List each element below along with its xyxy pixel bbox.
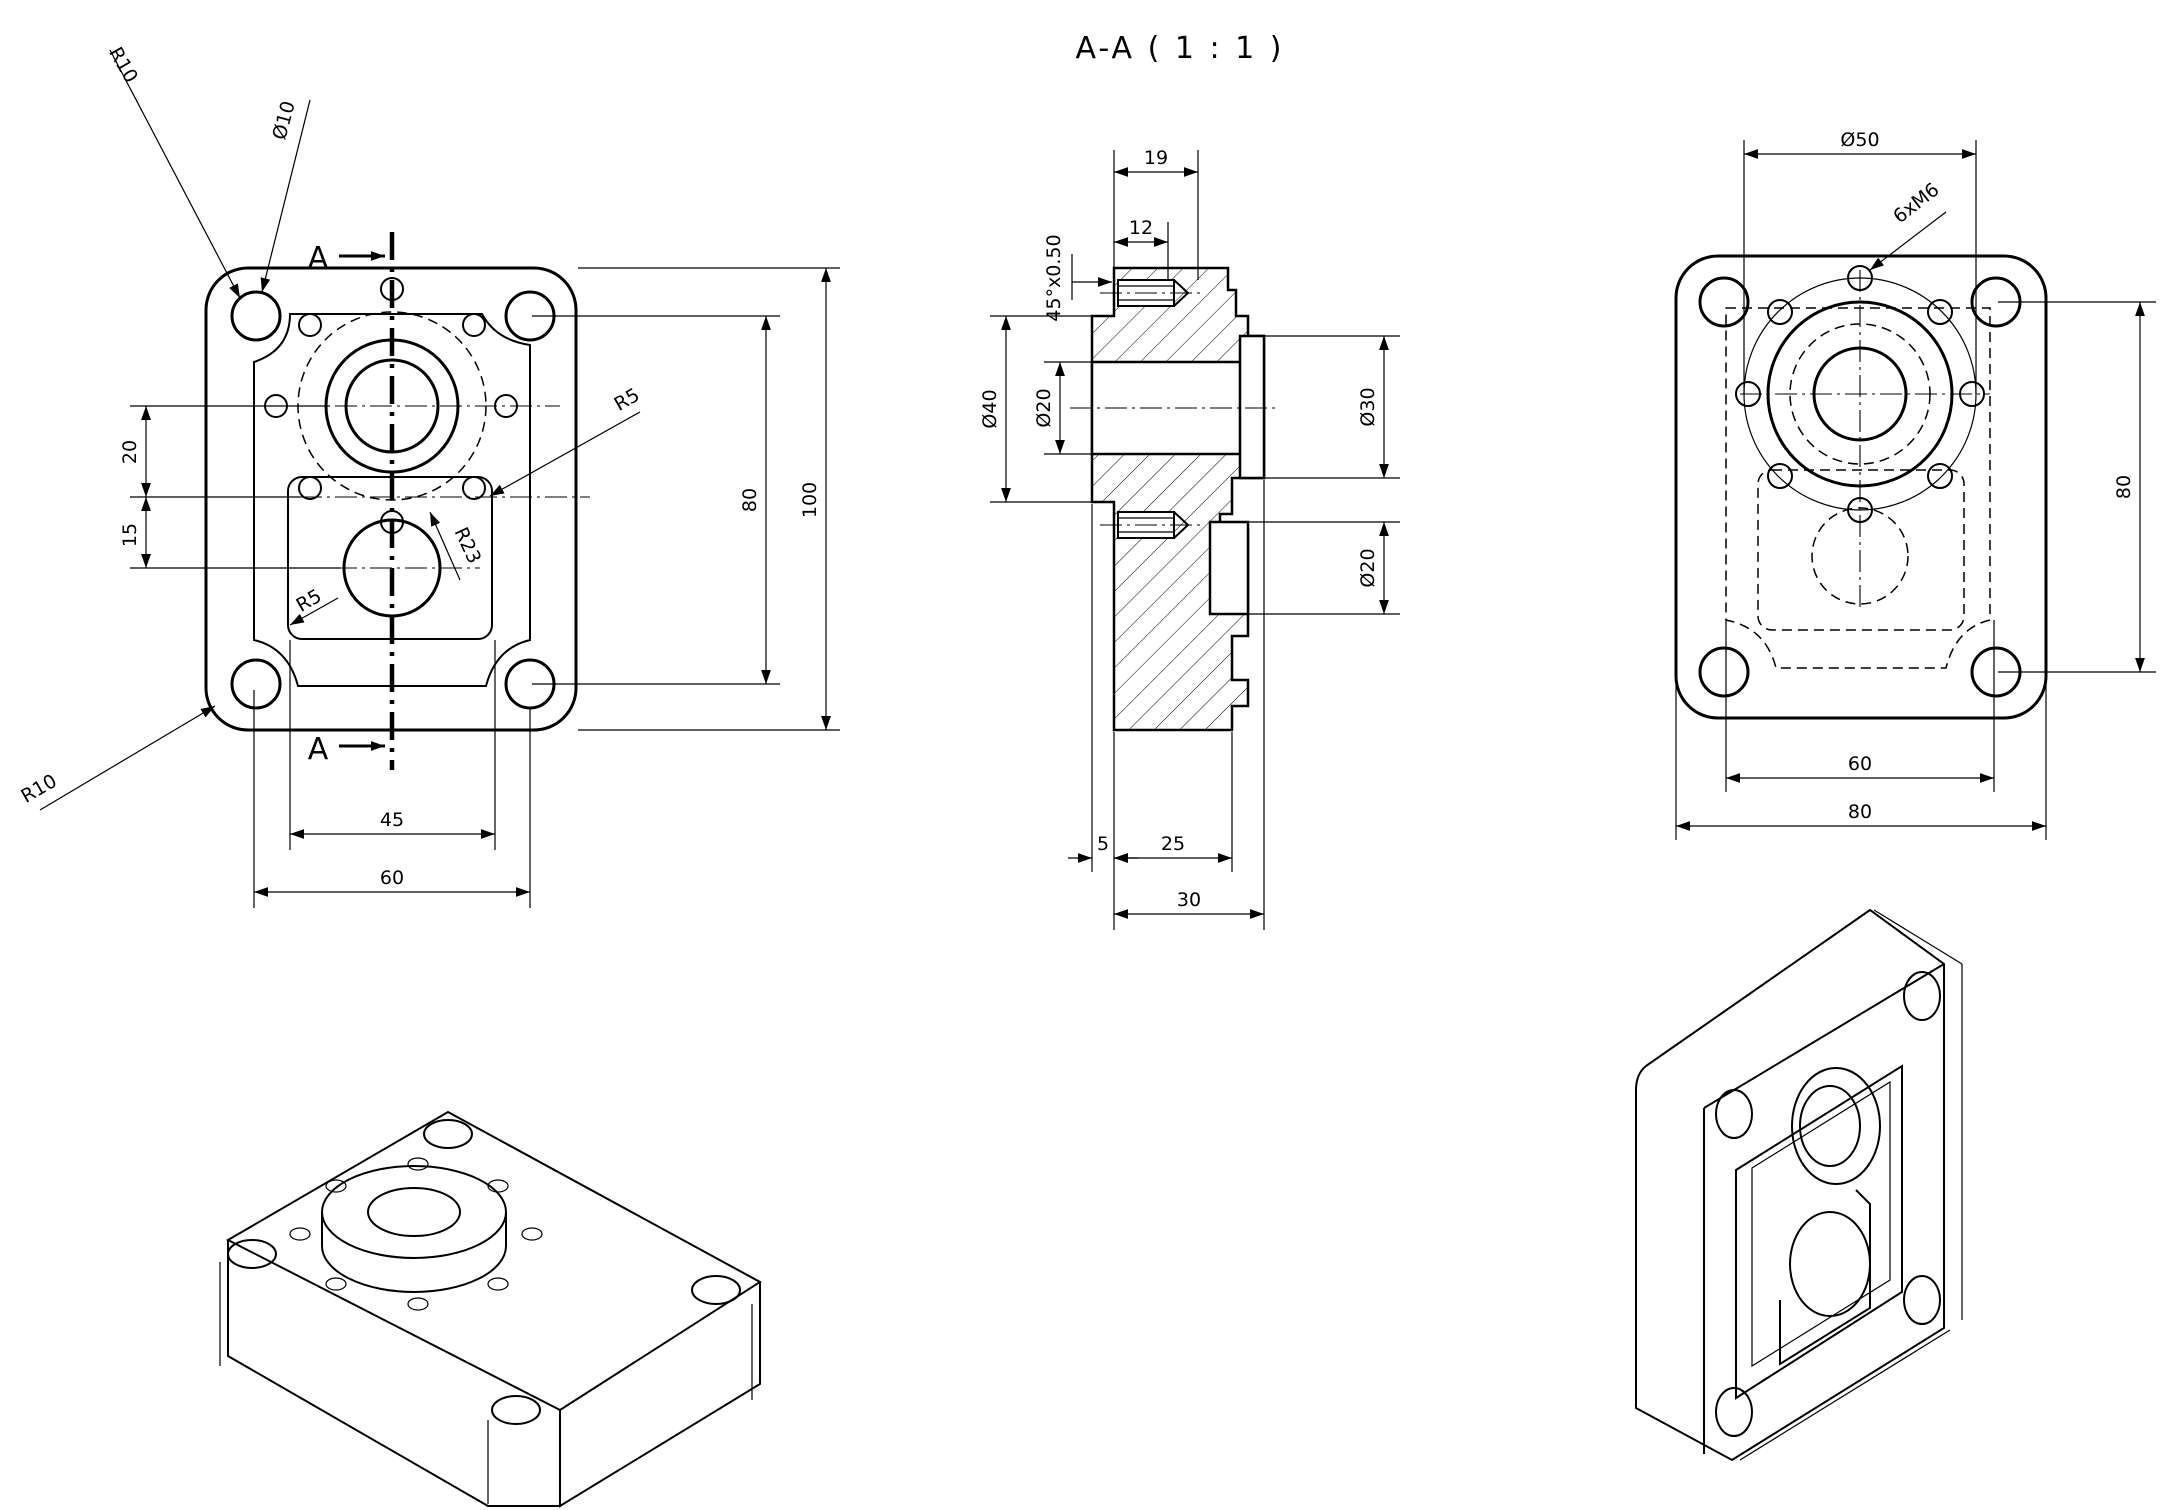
dim-20-label: 20 <box>119 440 141 464</box>
dim-45-label: 45 <box>380 809 404 831</box>
section-mark-top: A <box>308 241 329 276</box>
front-view: A A 80 100 20 15 45 60 R <box>17 43 840 908</box>
dim-100-label: 100 <box>799 482 821 518</box>
dim-15-label: 15 <box>119 523 141 547</box>
section-title: A-A ( 1 : 1 ) <box>1076 31 1285 66</box>
dim-80-label: 80 <box>739 488 761 512</box>
dim-30-label: 30 <box>1177 889 1201 911</box>
dia40-label: Ø40 <box>979 389 1001 428</box>
dia30-label: Ø30 <box>1357 387 1379 426</box>
back-hidden-recess <box>1725 307 1991 669</box>
dim-25-label: 25 <box>1161 833 1185 855</box>
dim-80-h-label: 80 <box>1848 801 1872 823</box>
dim-60-back-label: 60 <box>1848 753 1872 775</box>
back-view: Ø50 6xM6 80 60 80 <box>1674 129 2156 840</box>
dia10-label: Ø10 <box>269 99 300 143</box>
dia50-label: Ø50 <box>1840 129 1879 151</box>
back-outline <box>1674 254 2048 720</box>
dim-80-v-label: 80 <box>2113 475 2135 499</box>
iso-view-back <box>1635 908 1963 1462</box>
section-mark-bottom: A <box>308 732 329 767</box>
r5-left-label: R5 <box>293 585 326 617</box>
chamfer-label: 45°x0.50 <box>1043 234 1065 321</box>
dia20-left-label: Ø20 <box>1033 388 1055 427</box>
dim-12-label: 12 <box>1129 217 1153 239</box>
dim-5-label: 5 <box>1097 833 1109 855</box>
section-body <box>1090 266 1266 732</box>
dia20-right-label: Ø20 <box>1357 548 1379 587</box>
dim-19-label: 19 <box>1144 147 1168 169</box>
iso-view-front <box>219 1110 762 1508</box>
dim-60-label: 60 <box>380 867 404 889</box>
r10-top-label: R10 <box>104 43 142 86</box>
section-view: 19 12 45°x0.50 Ø40 Ø20 Ø30 Ø20 5 25 <box>979 147 1400 930</box>
r5-right-label: R5 <box>611 384 644 416</box>
r23-label: R23 <box>450 524 486 567</box>
